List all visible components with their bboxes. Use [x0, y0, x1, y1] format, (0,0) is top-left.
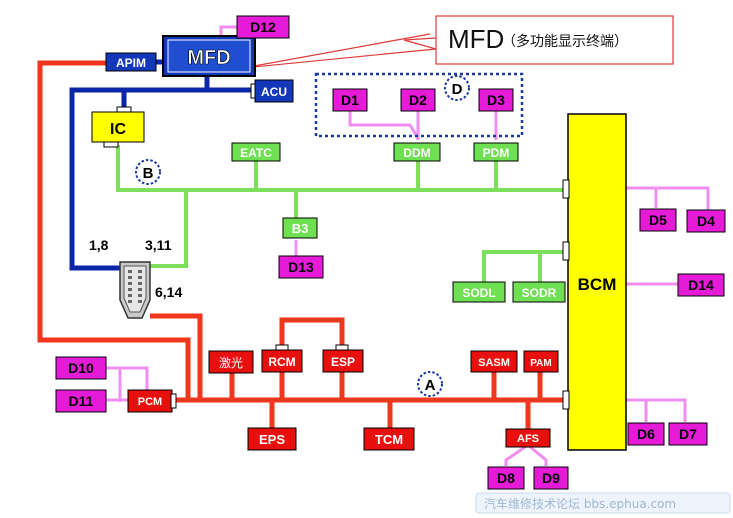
esp-label: ESP [331, 355, 355, 369]
bcm-label: BCM [578, 275, 617, 294]
d4-label: D4 [697, 213, 715, 229]
ddm-label: DDM [403, 146, 430, 160]
d12-module[interactable]: D12 [236, 15, 290, 39]
eatc-label: EATC [240, 146, 272, 160]
callout-pointer [242, 33, 437, 69]
mfd-module[interactable]: MFD [162, 35, 256, 77]
tcm-module[interactable]: TCM [363, 427, 415, 451]
pcm-module[interactable]: PCM [127, 389, 177, 413]
d14-label: D14 [688, 277, 714, 293]
acu-module[interactable]: ACU [250, 79, 294, 103]
d10-module[interactable]: D10 [55, 356, 107, 380]
laser-module[interactable]: 激光 [208, 350, 254, 374]
pdm-label: PDM [483, 146, 510, 160]
pdm-module[interactable]: PDM [473, 142, 519, 162]
apim-module[interactable]: APIM [105, 52, 157, 72]
rcm-label: RCM [268, 355, 295, 369]
laser-label: 激光 [219, 356, 243, 370]
pin-label-1-8: 1,8 [89, 237, 109, 253]
sasm-label: SASM [478, 357, 510, 369]
rcm-module[interactable]: RCM [261, 344, 303, 373]
d13-label: D13 [288, 259, 314, 275]
d10-label: D10 [68, 360, 94, 376]
bus-label-d: D [452, 81, 463, 98]
pin-label-6-14: 6,14 [155, 284, 182, 300]
callout-subtitle: （多功能显示终端） [502, 33, 628, 50]
mfd-callout: MFD （多功能显示终端） [242, 15, 674, 69]
red-bus-a [37, 60, 568, 430]
apim-label: APIM [116, 56, 146, 70]
eatc-module[interactable]: EATC [231, 142, 281, 162]
blue-bus [69, 59, 255, 271]
watermark: 汽车维修技术论坛 bbs.ephua.com [475, 492, 731, 514]
callout-title: MFD [448, 24, 504, 54]
eps-label: EPS [259, 432, 285, 447]
d7-label: D7 [679, 426, 697, 442]
afs-label: AFS [517, 433, 539, 445]
bus-marker-d: D [444, 75, 470, 101]
d5-module[interactable]: D5 [639, 208, 677, 232]
d13-module[interactable]: D13 [278, 255, 324, 279]
watermark-text: 汽车维修技术论坛 bbs.ephua.com [484, 496, 676, 511]
callout-box [435, 15, 674, 65]
d12-label: D12 [250, 19, 276, 35]
green-bus-b [116, 145, 568, 282]
b3-module[interactable]: B3 [282, 217, 318, 239]
pcm-label: PCM [138, 396, 162, 408]
afs-module[interactable]: AFS [505, 428, 551, 448]
d1-module[interactable]: D1 [332, 88, 368, 112]
d9-module[interactable]: D9 [533, 466, 569, 490]
sodr-module[interactable]: SODR [512, 281, 566, 303]
d11-label: D11 [69, 393, 94, 409]
d1-label: D1 [341, 92, 359, 108]
obd-connector[interactable] [119, 261, 151, 319]
ic-label: IC [110, 121, 126, 138]
d9-label: D9 [542, 470, 560, 486]
d6-label: D6 [637, 426, 655, 442]
d-group-box [314, 72, 524, 138]
b3-label: B3 [292, 221, 309, 236]
sodr-label: SODR [522, 286, 557, 300]
d8-module[interactable]: D8 [487, 466, 525, 490]
esp-module[interactable]: ESP [322, 344, 364, 373]
bcm-module[interactable]: BCM [562, 113, 627, 451]
d3-module[interactable]: D3 [478, 88, 514, 112]
bus-marker-a: A [417, 371, 443, 397]
pam-label: PAM [530, 358, 551, 369]
d11-module[interactable]: D11 [55, 389, 107, 413]
magenta-wires [104, 25, 710, 466]
d7-module[interactable]: D7 [668, 422, 708, 446]
d2-module[interactable]: D2 [400, 88, 436, 112]
tcm-label: TCM [375, 432, 403, 447]
mfd-label: MFD [187, 47, 230, 69]
ddm-module[interactable]: DDM [393, 142, 441, 162]
ic-module[interactable]: IC [91, 106, 145, 148]
d8-label: D8 [497, 470, 515, 486]
d6-module[interactable]: D6 [627, 422, 665, 446]
bus-marker-b: B [135, 159, 161, 185]
d4-module[interactable]: D4 [686, 209, 726, 233]
bus-label-a: A [425, 377, 436, 394]
d2-label: D2 [409, 92, 427, 108]
pin-label-3-11: 3,11 [145, 237, 172, 253]
eps-module[interactable]: EPS [247, 427, 297, 451]
bus-label-b: B [143, 165, 154, 182]
d3-label: D3 [487, 92, 505, 108]
sodl-module[interactable]: SODL [452, 281, 506, 303]
sasm-module[interactable]: SASM [470, 350, 518, 373]
d14-module[interactable]: D14 [677, 273, 725, 297]
sodl-label: SODL [462, 286, 495, 300]
acu-label: ACU [261, 85, 287, 99]
pam-module[interactable]: PAM [523, 350, 559, 373]
d5-label: D5 [649, 212, 667, 228]
